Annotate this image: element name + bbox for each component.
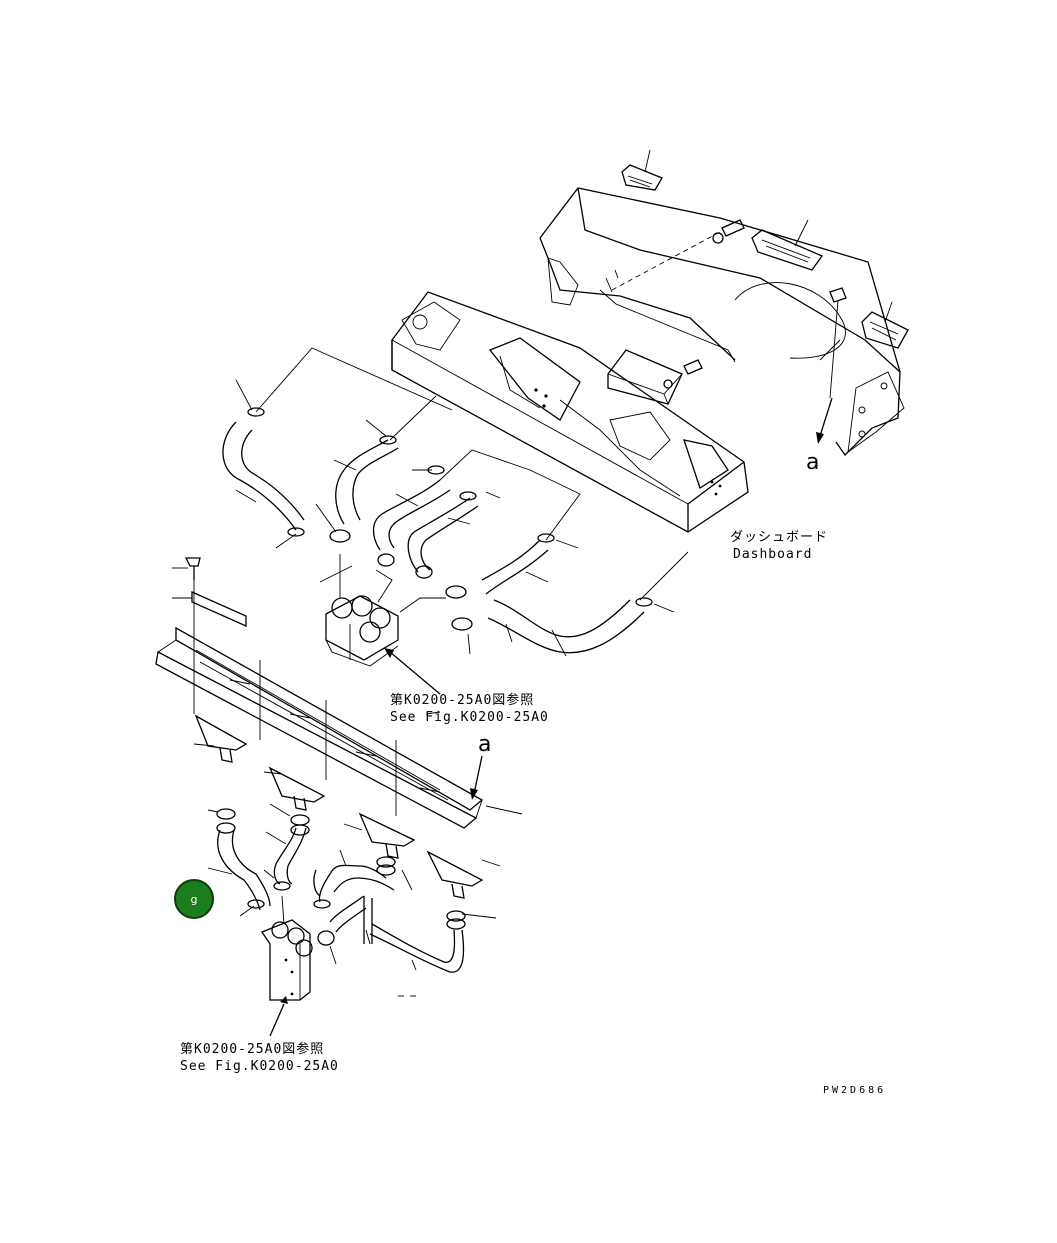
view-arrow-right	[816, 397, 833, 444]
vent-grille-right	[861, 301, 909, 349]
duct-outlets	[194, 714, 484, 899]
reference-arrow-lower	[269, 996, 288, 1037]
air-manifold-lower	[261, 919, 313, 1001]
dashboard-label-jp: ダッシュボード	[730, 530, 829, 545]
hose-clamps-upper	[247, 407, 653, 631]
ref-upper-label-en: See Fig.K0200-25A0	[390, 710, 549, 725]
bolt-top-left	[172, 557, 201, 580]
leader-lines-lower	[193, 743, 523, 997]
electrical-box	[607, 349, 683, 405]
hose-clamps-lower	[216, 808, 466, 946]
vent-grille-mid	[751, 219, 823, 271]
dashboard-upper-housing	[539, 187, 905, 457]
bracket-top-left	[172, 580, 247, 714]
air-manifold-upper	[325, 595, 399, 667]
defroster-duct	[155, 626, 484, 829]
leader-lines-upper	[235, 379, 675, 715]
hotspot-label: g	[190, 892, 198, 906]
view-marker-right: a	[806, 450, 820, 475]
ref-lower-label-jp: 第K0200-25A0図参照	[180, 1042, 325, 1057]
ref-upper-label-jp: 第K0200-25A0図参照	[390, 693, 535, 708]
drawing-code: PW2D686	[823, 1085, 887, 1096]
view-arrow-left	[470, 755, 483, 800]
duct-hoses-upper	[222, 421, 645, 654]
leader-frame-upper	[255, 347, 689, 601]
reference-arrow-upper	[384, 648, 441, 695]
vent-grille-top	[621, 149, 663, 191]
ref-lower-label-en: See Fig.K0200-25A0	[180, 1059, 339, 1074]
callout-hotspot-g[interactable]: g	[174, 879, 214, 919]
duct-hoses-lower	[217, 827, 465, 973]
bolts-upper	[663, 219, 847, 399]
view-marker-left: a	[478, 732, 492, 757]
dashboard-label-en: Dashboard	[733, 547, 813, 562]
dashboard-lower-frame	[391, 291, 749, 533]
